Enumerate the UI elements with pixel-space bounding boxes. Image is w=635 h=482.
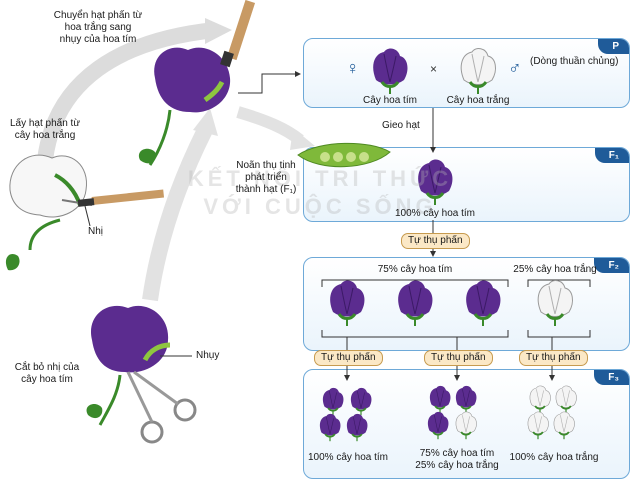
- f2-white-flower: [536, 279, 574, 328]
- f2-purple-flower-2: [396, 279, 434, 328]
- p-purple-flower: [371, 47, 409, 96]
- label-pistil: Nhụy: [196, 350, 220, 361]
- purple-flower-bottom: [86, 305, 197, 444]
- f3-purple-group: [319, 387, 373, 443]
- f3-right-label: 100% cây hoa trắng: [509, 452, 599, 463]
- label-cut-stamen: Cắt bỏ nhị của cây hoa tím: [14, 362, 80, 385]
- self-pollination-f2-right: Tự thụ phấn: [519, 350, 588, 366]
- f3-mid-label: 75% cây hoa tím 25% cây hoa trắng: [415, 448, 499, 471]
- label-take-pollen: Lấy hạt phấn từ cây hoa trắng: [9, 118, 81, 141]
- f3-mixed-group: [427, 385, 478, 441]
- watermark-line-2: VỚI CUỘC SỐNG: [203, 194, 437, 219]
- p-purple-label: Cây hoa tím: [363, 95, 417, 106]
- self-pollination-f2-mid: Tự thụ phấn: [424, 350, 493, 366]
- purple-flower-top: [138, 0, 256, 166]
- male-symbol: ♂: [508, 58, 522, 78]
- label-transfer-pollen: Chuyển hạt phấn từ hoa trắng sang nhụy c…: [53, 10, 143, 45]
- self-pollination-f1: Tự thụ phấn: [401, 233, 470, 249]
- label-sow: Gieo hạt: [382, 120, 420, 131]
- f2-purple-flower-3: [464, 279, 502, 328]
- f3-left-label: 100% cây hoa tím: [307, 452, 389, 463]
- f3-white-group: [527, 385, 578, 441]
- f2-white-label: 25% cây hoa trắng: [513, 264, 597, 275]
- p-white-label: Cây hoa trắng: [446, 95, 510, 106]
- female-symbol: ♀: [346, 58, 360, 78]
- pea-pod: [297, 142, 391, 168]
- watermark: KẾT NỐI TRI THỨC VỚI CUỘC SỐNG: [170, 165, 470, 221]
- pure-line-note: (Dòng thuần chủng): [530, 56, 619, 67]
- label-stamen: Nhị: [88, 226, 104, 237]
- watermark-line-1: KẾT NỐI TRI THỨC: [187, 166, 453, 191]
- self-pollination-f2-left: Tự thụ phấn: [314, 350, 383, 366]
- label-ovule: Noãn thụ tinh phát triển thành hạt (F₁): [235, 160, 297, 195]
- big-arrow-up: [37, 22, 216, 162]
- f2-purple-flower-1: [328, 279, 366, 328]
- p-white-flower: [459, 47, 497, 96]
- white-flower-left: [5, 154, 165, 271]
- cross-symbol: ×: [430, 62, 438, 76]
- f2-purple-label: 75% cây hoa tím: [377, 264, 453, 275]
- big-arrow-mid: [142, 126, 213, 302]
- f1-label: 100% cây hoa tím: [394, 208, 476, 219]
